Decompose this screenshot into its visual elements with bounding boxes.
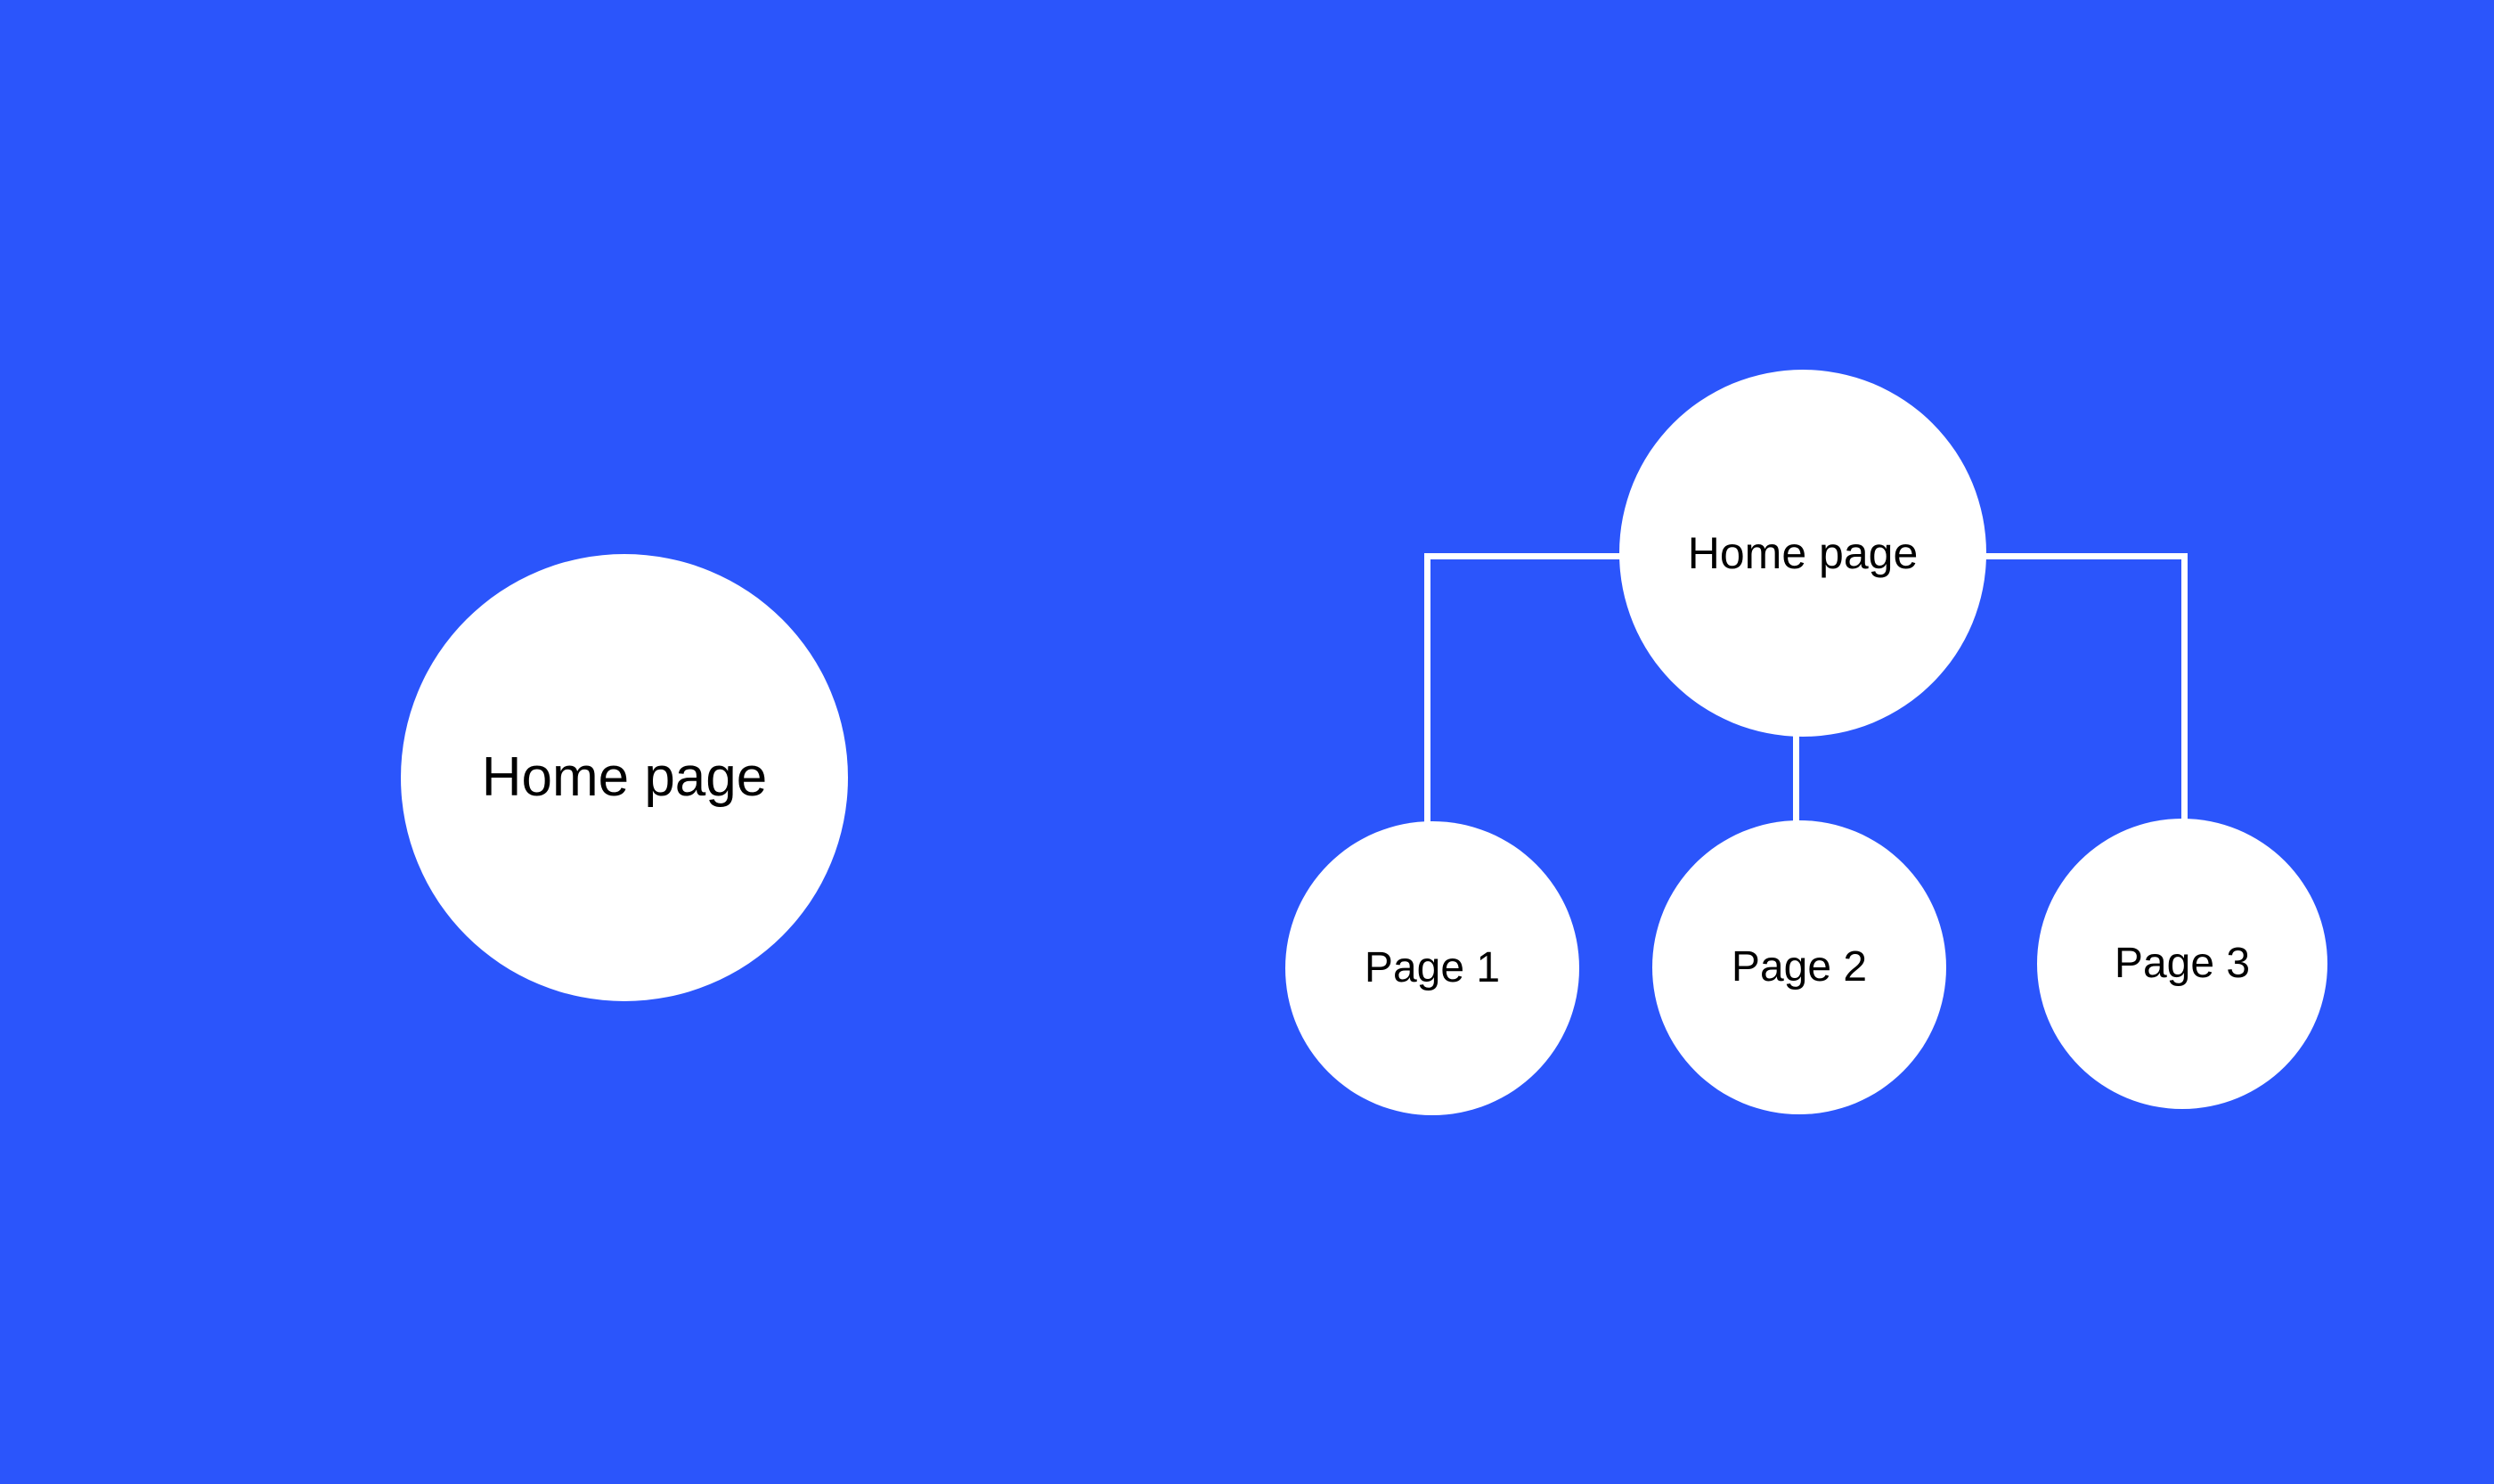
connector-home-to-page-3-vertical bbox=[2181, 553, 2188, 829]
node-home-page-root[interactable]: Home page bbox=[1619, 370, 1986, 737]
connector-home-to-page-1-horizontal bbox=[1424, 553, 1633, 559]
node-page-1[interactable]: Page 1 bbox=[1285, 821, 1579, 1115]
node-label: Page 1 bbox=[1364, 944, 1501, 991]
connector-home-to-page-1-vertical bbox=[1424, 553, 1430, 829]
node-label: Home page bbox=[1687, 528, 1919, 578]
node-label: Page 3 bbox=[2114, 940, 2251, 987]
node-page-2[interactable]: Page 2 bbox=[1652, 820, 1946, 1114]
node-page-3[interactable]: Page 3 bbox=[2037, 819, 2327, 1109]
node-label: Page 2 bbox=[1731, 943, 1868, 991]
node-label: Home page bbox=[481, 746, 768, 808]
connector-home-to-page-2-vertical bbox=[1793, 713, 1799, 830]
connector-home-to-page-3-horizontal bbox=[1974, 553, 2188, 559]
node-home-page-solo[interactable]: Home page bbox=[401, 554, 848, 1001]
